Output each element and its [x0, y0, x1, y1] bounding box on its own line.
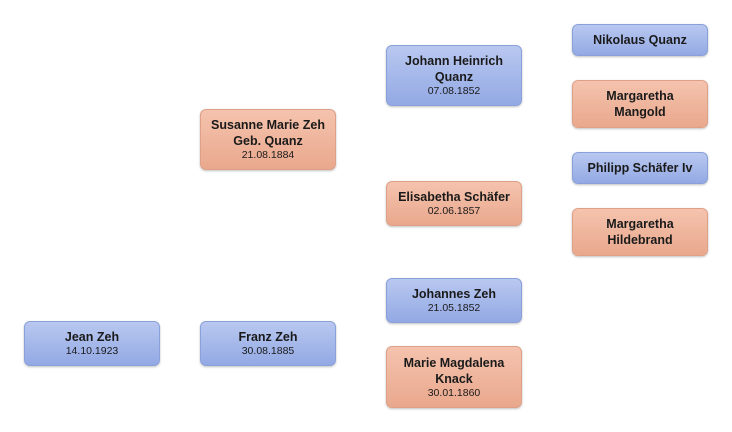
person-name: Jean Zeh — [64, 330, 120, 344]
person-name: Johann Heinrich Quanz — [405, 54, 503, 84]
person-date: 07.08.1852 — [427, 85, 481, 97]
person-card-marie-magdalena-knack[interactable]: Marie Magdalena Knack 30.01.1860 — [386, 346, 522, 408]
person-name: Marie Magdalena Knack — [403, 355, 505, 386]
person-card-johannes-zeh[interactable]: Johannes Zeh 21.05.1852 — [386, 278, 522, 323]
person-date: 21.05.1852 — [427, 302, 481, 314]
person-card-elisabetha-schaefer[interactable]: Elisabetha Schäfer 02.06.1857 — [386, 181, 522, 226]
person-name: Franz Zeh — [238, 330, 298, 344]
person-name: Margaretha Mangold — [606, 89, 674, 119]
person-name: Margaretha Hildebrand — [606, 217, 674, 247]
person-name: Philipp Schäfer Iv — [587, 161, 693, 175]
person-name: Johannes Zeh — [411, 287, 497, 301]
person-date: 14.10.1923 — [65, 345, 119, 357]
person-date: 21.08.1884 — [241, 149, 295, 161]
person-card-nikolaus-quanz[interactable]: Nikolaus Quanz — [572, 24, 708, 56]
person-date: 30.08.1885 — [241, 345, 295, 357]
person-card-jean-zeh[interactable]: Jean Zeh 14.10.1923 — [24, 321, 160, 366]
person-card-philipp-schaefer-iv[interactable]: Philipp Schäfer Iv — [572, 152, 708, 184]
person-card-margaretha-mangold[interactable]: Margaretha Mangold — [572, 80, 708, 128]
person-card-johann-heinrich-quanz[interactable]: Johann Heinrich Quanz 07.08.1852 — [386, 45, 522, 106]
person-name: Nikolaus Quanz — [593, 33, 687, 47]
person-name: Elisabetha Schäfer — [398, 190, 510, 204]
person-date: 02.06.1857 — [427, 205, 481, 217]
person-card-margaretha-hildebrand[interactable]: Margaretha Hildebrand — [572, 208, 708, 256]
person-card-susanne-marie-zeh[interactable]: Susanne Marie Zeh Geb. Quanz 21.08.1884 — [200, 109, 336, 170]
person-date: 30.01.1860 — [427, 386, 481, 399]
person-name: Susanne Marie Zeh Geb. Quanz — [211, 118, 325, 148]
person-card-franz-zeh[interactable]: Franz Zeh 30.08.1885 — [200, 321, 336, 366]
